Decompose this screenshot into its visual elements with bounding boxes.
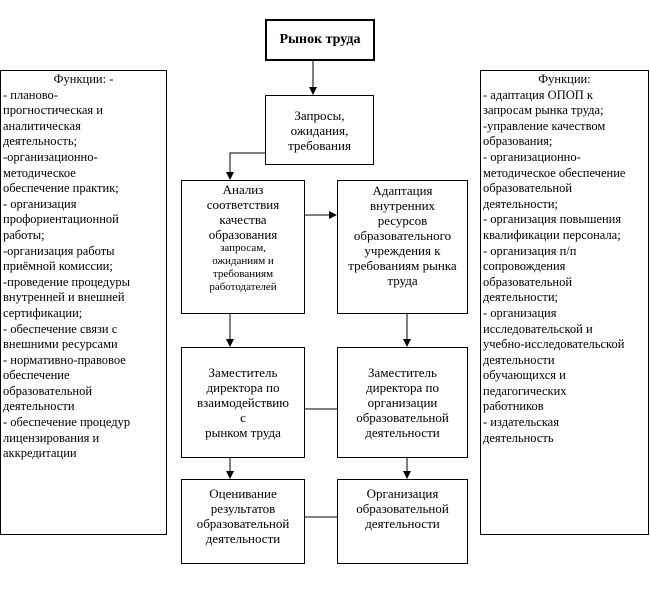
left-function-item: - обеспечение связи с внешними ресурсами <box>3 321 118 352</box>
organization-line-2: образовательной <box>356 501 449 516</box>
adaptation-line-3: ресурсов <box>377 213 428 228</box>
analysis-sub-2: ожиданиям и <box>212 255 274 267</box>
analysis-sub-1: запросам, <box>220 242 266 254</box>
adaptation-line-1: Адаптация <box>372 183 433 198</box>
deputy-org-line-3: организации <box>367 395 438 410</box>
adaptation-line-2: внутренних <box>369 198 436 213</box>
right-function-item: - организация исследовательской и учебно… <box>483 305 625 414</box>
analysis-box: Анализ соответствия качества образования… <box>181 180 305 314</box>
deputy-labor-line-3: взаимодействию <box>197 395 289 410</box>
left-functions-panel: Функции: - - планово- прогностическая и … <box>0 70 167 535</box>
deputy-org-line-2: директора по <box>366 380 439 395</box>
deputy-labor-line-1: Заместитель <box>208 365 278 380</box>
right-function-item: - организационно- методическое обеспечен… <box>483 149 626 211</box>
analysis-sub-4: работодателей <box>209 281 277 293</box>
organization-line-3: деятельности <box>365 516 440 531</box>
right-functions-panel: Функции: - адаптация ОПОП к запросам рын… <box>480 70 649 535</box>
evaluation-line-3: образовательной <box>196 516 290 531</box>
evaluation-line-1: Оценивание <box>209 486 277 501</box>
adaptation-line-4: образовательного <box>353 228 452 243</box>
analysis-line-4: образования <box>208 227 278 242</box>
left-function-item: -проведение процедуры внутренней и внешн… <box>3 274 131 320</box>
deputy-labor-line-2: директора по <box>206 380 280 395</box>
adaptation-line-7: труда <box>387 273 418 288</box>
evaluation-box: Оценивание результатов образовательной д… <box>181 479 305 564</box>
deputy-labor-box: Заместитель директора по взаимодействию … <box>181 347 305 458</box>
right-function-item: - организация повышения квалификации пер… <box>483 212 622 242</box>
adaptation-line-6: требованиям рынка <box>348 258 457 273</box>
right-function-item: - адаптация ОПОП к запросам рынка труда; <box>483 87 604 118</box>
left-function-item: -организация работы приёмной комиссии; <box>3 243 115 274</box>
left-function-item: - нормативно-правовое обеспечение образо… <box>3 352 126 414</box>
right-function-item: - организация п/п сопровождения образова… <box>483 243 577 305</box>
left-function-item: -организационно- методическое обеспечени… <box>3 149 119 196</box>
requests-line-1: Запросы, <box>294 107 345 123</box>
analysis-sub-3: требованиям <box>212 268 274 280</box>
right-function-item: - издательская деятельность <box>483 415 559 445</box>
analysis-line-3: качества <box>219 212 267 227</box>
deputy-org-box: Заместитель директора по организации обр… <box>337 347 468 458</box>
analysis-line-1: Анализ <box>222 182 264 197</box>
arrow-requests-to-analysis <box>226 152 265 180</box>
right-function-item: -управление качеством образования; <box>483 118 606 149</box>
organization-line-1: Организация <box>366 486 439 501</box>
evaluation-line-4: деятельности <box>205 531 281 546</box>
left-function-item: - организация профориентационной работы; <box>3 196 119 242</box>
labor-market-title: Рынок труда <box>279 32 361 47</box>
deputy-labor-line-5: рынком труда <box>205 425 281 440</box>
labor-market-box: Рынок труда <box>265 19 375 61</box>
deputy-labor-line-4: с <box>240 410 246 425</box>
deputy-org-line-1: Заместитель <box>368 365 437 380</box>
evaluation-line-2: результатов <box>210 501 276 516</box>
left-function-item: - обеспечение процедур лицензирования и … <box>3 415 131 461</box>
adaptation-box: Адаптация внутренних ресурсов образовате… <box>337 180 468 314</box>
organization-box: Организация образовательной деятельности <box>337 479 468 564</box>
adaptation-line-5: учреждения к <box>364 243 441 258</box>
requests-line-2: ожидания, <box>290 122 349 138</box>
requests-line-3: требования <box>288 137 351 153</box>
deputy-org-line-4: образовательной <box>356 410 449 425</box>
left-functions-heading: Функции: - <box>53 72 114 86</box>
requests-box: Запросы, ожидания, требования <box>265 95 374 165</box>
analysis-line-2: соответствия <box>206 197 280 212</box>
left-function-item: - планово- прогностическая и аналитическ… <box>3 87 103 149</box>
deputy-org-line-5: деятельности <box>365 425 440 440</box>
right-functions-heading: Функции: <box>538 72 591 86</box>
